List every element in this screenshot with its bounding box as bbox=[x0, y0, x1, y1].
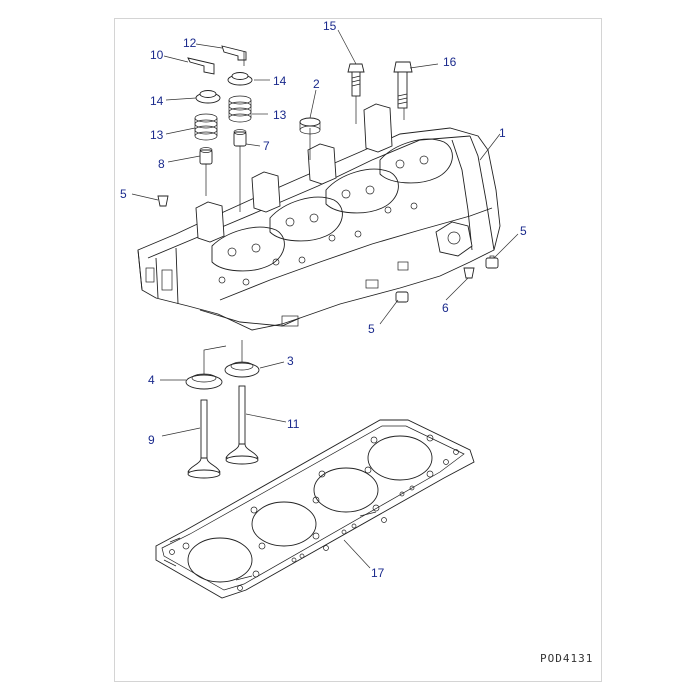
valve-chambers bbox=[211, 138, 453, 272]
bolt-15 bbox=[347, 63, 365, 97]
callout-12: 12 bbox=[183, 36, 197, 50]
callout-8: 8 bbox=[158, 157, 165, 171]
cap-2 bbox=[299, 117, 321, 135]
clip-10 bbox=[187, 57, 215, 75]
valve-9 bbox=[187, 399, 221, 479]
callout-14-right: 14 bbox=[273, 74, 287, 88]
seat-ring-4 bbox=[185, 373, 223, 390]
callout-13-right: 13 bbox=[273, 108, 287, 122]
seal-8 bbox=[199, 147, 213, 165]
bracket-12 bbox=[221, 45, 247, 66]
gasket-holes bbox=[169, 434, 459, 591]
callout-2: 2 bbox=[313, 77, 320, 91]
callout-15: 15 bbox=[323, 19, 337, 33]
head-gasket-17 bbox=[155, 419, 475, 599]
retainer-14-left bbox=[195, 90, 221, 104]
callout-14-left: 14 bbox=[150, 94, 164, 108]
callout-3: 3 bbox=[287, 354, 294, 368]
bolt-16 bbox=[393, 61, 413, 109]
callout-5-bottom: 5 bbox=[368, 322, 375, 336]
callout-11: 11 bbox=[287, 417, 300, 431]
callout-16: 16 bbox=[443, 55, 457, 69]
seal-7 bbox=[233, 129, 247, 147]
callout-13-left: 13 bbox=[150, 128, 164, 142]
seat-ring-3 bbox=[224, 361, 260, 378]
callout-5-right: 5 bbox=[520, 224, 527, 238]
plug-6 bbox=[463, 267, 475, 279]
callout-10: 10 bbox=[150, 48, 164, 62]
leader-lines bbox=[131, 29, 519, 569]
plug-5-bottom bbox=[395, 291, 409, 303]
callout-5-left: 5 bbox=[120, 187, 127, 201]
callout-17: 17 bbox=[371, 566, 385, 580]
callout-1: 1 bbox=[499, 126, 506, 140]
valve-11 bbox=[225, 385, 259, 465]
spring-13-right bbox=[228, 95, 252, 123]
plug-5-left bbox=[157, 195, 169, 207]
callout-6: 6 bbox=[442, 301, 449, 315]
gasket-bores bbox=[187, 435, 433, 583]
drawing-code: POD4131 bbox=[540, 652, 594, 665]
callout-9: 9 bbox=[148, 433, 155, 447]
cylinder-head bbox=[137, 103, 501, 331]
spring-13-left bbox=[194, 113, 218, 141]
deck-holes bbox=[218, 155, 429, 286]
callout-4: 4 bbox=[148, 373, 155, 387]
plug-5-right bbox=[485, 255, 499, 269]
callout-7: 7 bbox=[263, 139, 270, 153]
retainer-14-right bbox=[227, 72, 253, 86]
